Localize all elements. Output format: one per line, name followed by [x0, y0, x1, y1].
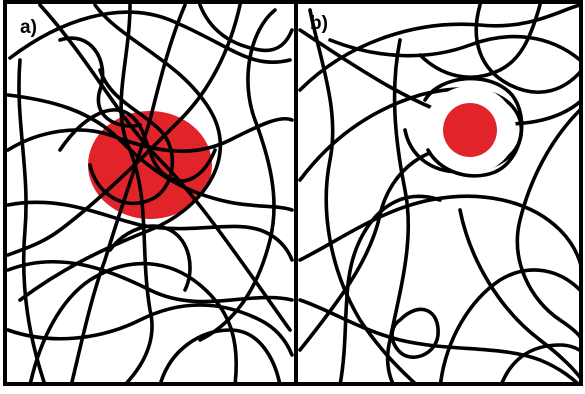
particle-b	[443, 103, 497, 157]
panel-label-b: b)	[310, 13, 328, 34]
panel-label-a: a)	[20, 17, 37, 38]
